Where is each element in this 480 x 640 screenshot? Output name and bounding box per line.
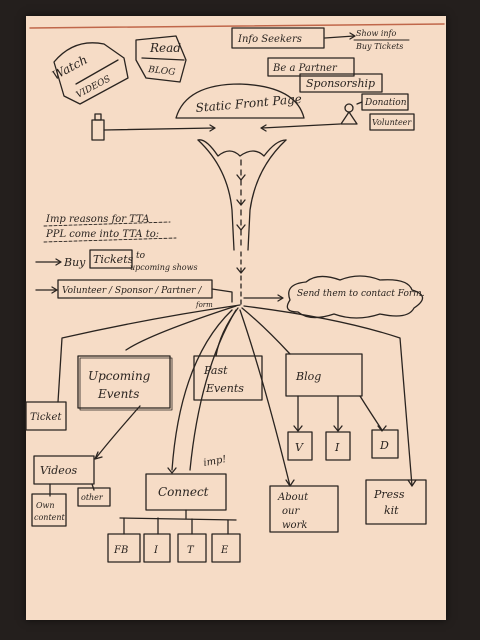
v-label: V xyxy=(295,441,304,454)
reasons-heading-1: Imp reasons for TTA xyxy=(45,214,149,225)
own-content-label-2: content xyxy=(34,513,66,522)
connect-label: Connect xyxy=(158,485,209,499)
ticket-node: Ticket xyxy=(25,401,67,431)
buy-tickets-label: Buy Tickets xyxy=(355,42,403,51)
blog-note-label: BLOG xyxy=(147,65,176,78)
past-events-label-2: Events xyxy=(205,382,244,395)
press-kit-label-1: Press xyxy=(373,488,405,501)
donation-label: Donation xyxy=(364,98,407,108)
info-seekers-box: Info Seekers Show info Buy Tickets xyxy=(231,27,410,51)
info-seekers-label: Info Seekers xyxy=(237,34,302,45)
own-content-label-1: Own xyxy=(36,501,55,510)
imp-label: imp! xyxy=(203,454,228,469)
fb-label: FB xyxy=(113,545,128,556)
static-front-page: Static Front Page xyxy=(175,83,305,119)
buy-label: Buy xyxy=(63,256,86,269)
past-events-node: Past Events xyxy=(193,355,263,401)
show-info-label: Show info xyxy=(356,29,397,38)
blog-node: Blog V I D xyxy=(285,353,399,461)
blog-node-label: Blog xyxy=(295,370,321,383)
ticket-label: Ticket xyxy=(30,412,62,423)
i-social-label: I xyxy=(153,545,159,556)
press-kit-node: Press kit xyxy=(365,479,427,525)
person-icon xyxy=(344,103,354,113)
connect-node: imp! Connect FB I T E xyxy=(107,454,241,563)
volunteer-label: Volunteer xyxy=(372,118,412,127)
partner-group: Be a Partner Sponsorship Donation Volunt… xyxy=(267,57,415,131)
about-label-2: our xyxy=(282,506,300,517)
branch-lines xyxy=(57,304,413,487)
other-label: other xyxy=(81,493,104,502)
watch-label: Watch xyxy=(50,53,90,83)
contact-form-cloud: Send them to contact Form. xyxy=(286,275,425,319)
d-label: D xyxy=(379,439,389,452)
paper-sheet xyxy=(26,16,446,620)
e-label: E xyxy=(220,545,229,556)
partner-options-label: Volunteer / Sponsor / Partner / xyxy=(62,286,202,296)
t-label: T xyxy=(187,545,195,556)
read-blog-note: Read BLOG xyxy=(135,35,187,83)
margin-line xyxy=(29,23,445,29)
send-to-form-line: Send them to contact Form. xyxy=(297,289,425,299)
upcoming-events-label-1: Upcoming xyxy=(88,369,151,383)
be-a-partner-label: Be a Partner xyxy=(272,63,338,74)
videos-node-label: Videos xyxy=(40,464,77,477)
funnel xyxy=(197,139,287,251)
about-label-3: work xyxy=(282,520,307,531)
reasons-heading-2: PPL come into TTA to: xyxy=(45,229,159,240)
static-front-page-label: Static Front Page xyxy=(195,92,302,115)
to-label: to xyxy=(136,251,146,261)
tickets-label: Tickets xyxy=(93,253,134,266)
about-label-1: About xyxy=(277,492,309,503)
bottle-icon xyxy=(91,113,105,141)
upcoming-events-node: Upcoming Events xyxy=(77,355,173,411)
reasons-list: Imp reasons for TTA PPL come into TTA to… xyxy=(35,214,233,309)
upcoming-events-label-2: Events xyxy=(97,387,139,401)
sponsorship-label: Sponsorship xyxy=(306,77,375,90)
press-kit-label-2: kit xyxy=(384,504,399,517)
form-label: form xyxy=(195,301,213,309)
videos-node: Videos Own content other xyxy=(31,405,141,527)
past-events-label-1: Past xyxy=(203,364,228,377)
watch-videos-note: Watch VIDEOS xyxy=(50,42,129,105)
read-label: Read xyxy=(149,41,181,55)
about-our-work-node: About our work xyxy=(269,479,339,533)
i-label: I xyxy=(334,441,340,454)
upcoming-shows-label: upcoming shows xyxy=(130,263,198,272)
